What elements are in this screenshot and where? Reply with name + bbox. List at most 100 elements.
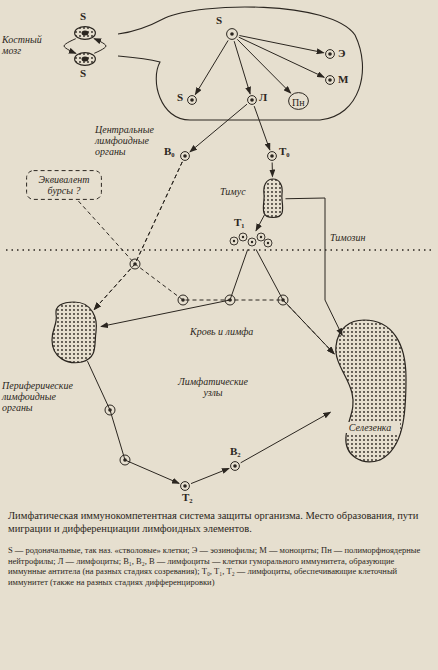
b-cell: В₂: [230, 461, 240, 471]
drawn-part: [289, 93, 309, 110]
drawn-part: [230, 237, 238, 245]
t-cell-cluster-shape: [228, 232, 274, 248]
t-cell-shape: [180, 481, 190, 491]
dotted-divider: [6, 249, 432, 250]
lymph-node: Лимфатические узлы: [48, 300, 100, 364]
drawn-part: [328, 52, 332, 56]
drawn-part: [239, 233, 247, 241]
drawn-part: [52, 302, 96, 363]
drawn-part: [263, 179, 282, 218]
connector-arrow: [256, 249, 334, 353]
eosinophil-cell: Э: [325, 49, 335, 59]
stem-cell-shape: [187, 95, 197, 105]
drawn-part: [267, 242, 269, 244]
region-label: Кровь и лимфа: [190, 326, 262, 337]
connector-arrow: [239, 37, 324, 77]
thymus-organ-shape: [262, 178, 284, 220]
lymphocyte-cell: Л: [247, 95, 257, 105]
lymphocyte-cell-shape: [247, 95, 257, 105]
connector-arrow: [190, 104, 247, 152]
node-text: S: [177, 91, 183, 103]
drawn-part: [242, 236, 244, 238]
t-cell-cluster: Т₁: [228, 232, 274, 248]
spleen-organ-shape: [330, 318, 408, 463]
connector-arrow: [195, 40, 228, 94]
node-text: Л: [259, 91, 267, 103]
node-text: S: [80, 10, 86, 22]
drawn-part: [328, 78, 332, 82]
bone-marrow-outflow: [118, 7, 362, 120]
drawn-part: [239, 233, 247, 241]
stem-cell: S: [226, 28, 238, 40]
drawn-part: [264, 239, 272, 247]
drawn-part: [82, 57, 89, 62]
drawn-part: [251, 241, 253, 243]
connector-arrow: [272, 162, 273, 176]
drawn-part: [250, 98, 254, 102]
figure-caption: Лимфатическая иммунокомпетентная система…: [8, 510, 430, 535]
connector-arrow: [101, 249, 248, 326]
connector-arrow: [237, 39, 290, 93]
monocyte-cell-shape: [325, 75, 335, 85]
connector-arrow: [285, 198, 342, 335]
connector-arrow: [64, 39, 76, 54]
drawn-part: [230, 32, 234, 36]
node-text: Т₁: [234, 216, 245, 228]
drawn-part: [270, 154, 274, 158]
drawn-part: [264, 239, 272, 247]
connector-arrow: [234, 41, 250, 94]
stem-cell-shape: [74, 26, 96, 40]
node-text: В₂: [230, 445, 241, 457]
node-text: М: [338, 73, 348, 85]
connector-arrow: [254, 106, 270, 150]
drawn-part: [181, 152, 190, 161]
lymph-node-shape: [48, 300, 100, 364]
drawn-part: [227, 29, 238, 40]
b-cell-shape: [180, 151, 190, 161]
drawn-part: [268, 152, 277, 161]
connector-arrow: [239, 36, 323, 53]
b-cell-shape: [230, 461, 240, 471]
edge-label: Тимозин: [329, 232, 366, 244]
node-text: S: [216, 14, 222, 26]
connector-arrow: [241, 412, 331, 463]
drawn-part: [183, 154, 187, 158]
region-label: Костный мозг: [2, 34, 52, 56]
node-text: Э: [338, 47, 345, 59]
drawn-part: [188, 96, 197, 105]
drawn-part: [248, 96, 257, 105]
connector-arrow: [135, 162, 334, 354]
node-text: Т₀: [279, 145, 290, 157]
connector-arrow: [256, 215, 264, 231]
connector-arrow: [94, 39, 106, 54]
t-cell-shape: [267, 151, 277, 161]
spleen-organ: Селезенка: [330, 318, 408, 463]
t-cell: Т₂: [180, 481, 190, 491]
stem-cell: S: [74, 26, 96, 40]
drawn-part: [183, 484, 187, 488]
node-text: Лимфатические узлы: [173, 376, 253, 398]
node-text: Пн: [288, 95, 309, 110]
thymus-organ: Тимус: [262, 178, 284, 220]
drawn-part: [75, 27, 96, 40]
drawn-part: [82, 31, 89, 36]
connector-arrow: [94, 162, 182, 310]
stem-cell-shape: [74, 52, 96, 66]
node-text: Тимус: [220, 186, 246, 197]
connector-arrow: [87, 361, 179, 483]
region-label: Центральные лимфоидные органы: [95, 124, 167, 157]
node-text: S: [80, 67, 86, 79]
stem-cell: S: [74, 52, 96, 66]
drawn-part: [230, 237, 238, 245]
drawn-part: [190, 98, 194, 102]
connector-arrow: [78, 201, 135, 309]
node-text: В₀: [164, 145, 175, 157]
node-text: Селезенка: [340, 422, 400, 433]
node-text: Эквивалент бурсы ?: [26, 170, 102, 200]
monocyte-cell: М: [325, 75, 335, 85]
drawn-part: [233, 240, 235, 242]
drawn-part: [181, 482, 190, 491]
b-cell: В₀: [180, 151, 190, 161]
node-text: Т₂: [182, 491, 193, 503]
